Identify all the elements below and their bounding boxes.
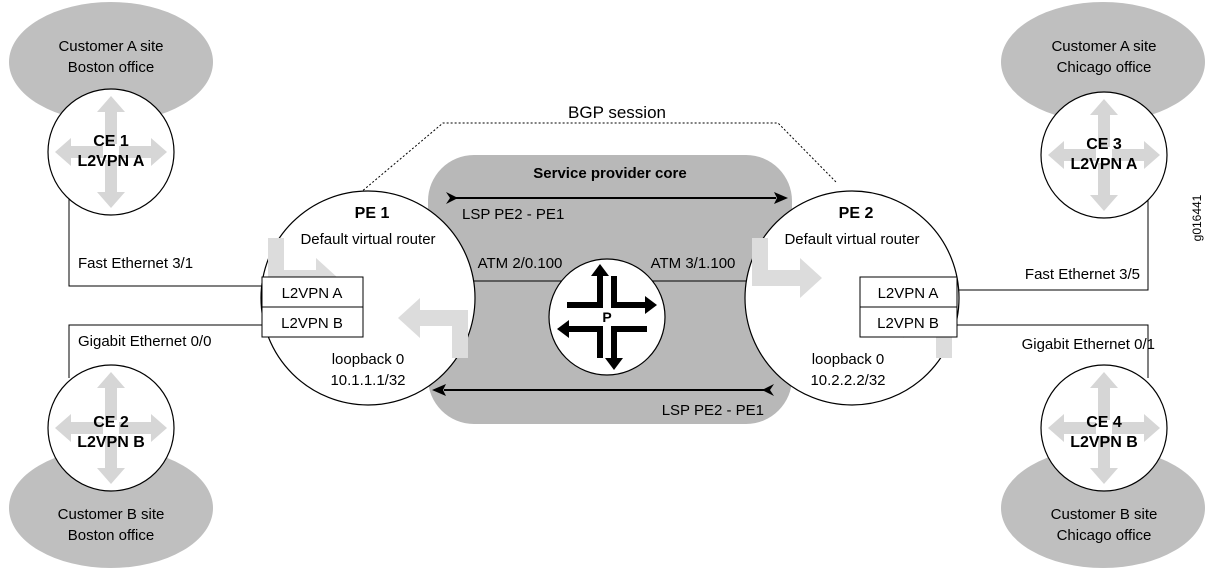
site-label: Customer B site [58,506,165,523]
pe2-loopback: loopback 0 [812,351,885,368]
ce1-name: CE 1 [93,133,129,150]
ce3-router: CE 3 L2VPN A [1040,91,1168,219]
pe2-vpn-a: L2VPN A [878,285,939,302]
ce3-vpn: L2VPN A [1071,156,1138,173]
ce2-name: CE 2 [93,414,129,431]
site-b-boston: Customer B site Boston office [9,448,213,568]
link-ce2-pe1 [68,324,262,378]
site-location: Chicago office [1057,527,1152,544]
link-label-fe31: Fast Ethernet 3/1 [78,255,193,272]
site-label: Customer A site [1051,38,1156,55]
pe1-loopback: loopback 0 [332,351,405,368]
figure-id: g016441 [1190,194,1204,241]
ce4-vpn: L2VPN B [1070,434,1138,451]
p-router-label: P [602,309,611,325]
pe1-vr: Default virtual router [300,231,435,248]
pe1-name: PE 1 [355,205,390,222]
site-location: Boston office [68,59,154,76]
site-location: Boston office [68,527,154,544]
link-pe2-ce4 [957,324,1149,378]
lsp-bottom-label: LSP PE2 - PE1 [662,402,764,419]
ce3-name: CE 3 [1086,136,1122,153]
pe2-vpn-b: L2VPN B [877,315,939,332]
ce1-router: CE 1 L2VPN A [47,88,175,216]
pe1-router: PE 1 Default virtual router L2VPN A L2VP… [260,190,476,406]
p-router: P [548,258,666,376]
core-title: Service provider core [533,165,686,182]
ce4-router: CE 4 L2VPN B [1040,364,1168,492]
ce4-name: CE 4 [1086,414,1122,431]
lsp-top-label: LSP PE2 - PE1 [462,206,564,223]
site-a-boston: Customer A site Boston office [9,2,213,122]
pe1-address: 10.1.1.1/32 [330,372,405,389]
link-pe2-ce3 [957,200,1149,291]
atm-label-pe2: ATM 3/1.100 [651,255,736,272]
site-a-chicago: Customer A site Chicago office [1001,2,1205,122]
pe2-router: PE 2 Default virtual router L2VPN A L2VP… [744,190,960,406]
link-label-fe35: Fast Ethernet 3/5 [1025,266,1140,283]
pe2-name: PE 2 [839,205,874,222]
access-links [68,196,1149,378]
site-label: Customer B site [1051,506,1158,523]
bgp-session: BGP session [353,103,837,199]
pe2-address: 10.2.2.2/32 [810,372,885,389]
link-ce1-pe1 [68,196,262,287]
site-label: Customer A site [58,38,163,55]
link-label-ge01: Gigabit Ethernet 0/1 [1022,336,1155,353]
bgp-session-label: BGP session [568,103,666,122]
p-router-arrows-icon [557,264,657,370]
ce2-router: CE 2 L2VPN B [47,364,175,492]
pe2-vr: Default virtual router [784,231,919,248]
link-label-ge00: Gigabit Ethernet 0/0 [78,333,211,350]
ce1-vpn: L2VPN A [78,153,145,170]
site-location: Chicago office [1057,59,1152,76]
pe1-vpn-a: L2VPN A [282,285,343,302]
lsp-bottom: LSP PE2 - PE1 [432,384,774,419]
ce2-vpn: L2VPN B [77,434,145,451]
site-b-chicago: Customer B site Chicago office [1001,448,1205,568]
lsp-top: LSP PE2 - PE1 [446,192,788,223]
pe1-vpn-b: L2VPN B [281,315,343,332]
atm-label-pe1: ATM 2/0.100 [478,255,563,272]
